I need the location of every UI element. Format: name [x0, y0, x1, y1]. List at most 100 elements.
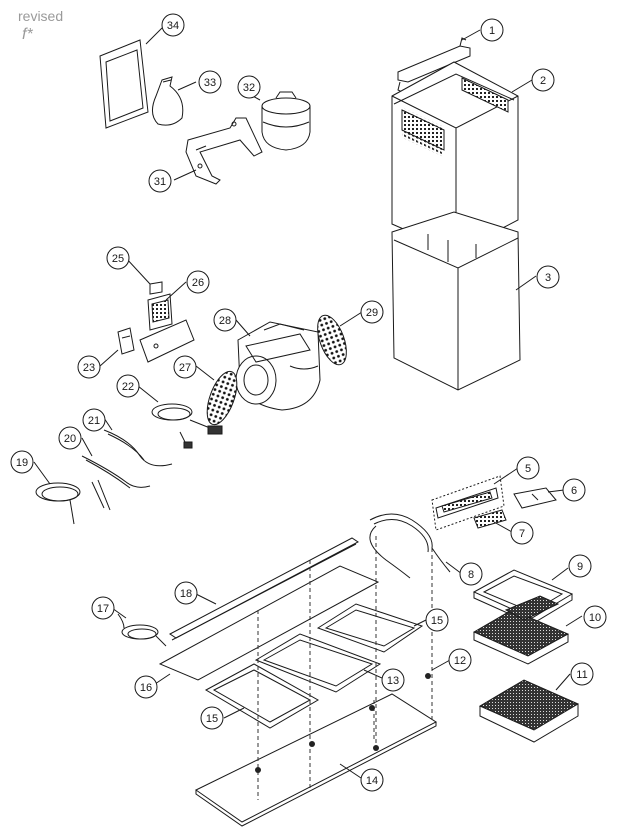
callout-number: 16 — [140, 682, 152, 694]
part-33-hardware-bag — [152, 76, 184, 126]
callout-circle — [58, 426, 82, 450]
part-26-plate — [139, 319, 195, 363]
part-31-mounting-bracket — [185, 117, 263, 185]
callout-32: 32 — [237, 75, 261, 99]
callout-number: 31 — [154, 176, 166, 188]
callout-number: 14 — [366, 775, 378, 787]
part-29-fan-guard — [317, 314, 347, 366]
part-15-upper-glass — [316, 603, 424, 653]
callout-circle — [106, 246, 130, 270]
callout-circle — [381, 668, 405, 692]
callout-23: 23 — [77, 355, 101, 379]
part-20-harness — [81, 455, 151, 489]
callout-number: 5 — [525, 463, 531, 475]
callout-15: 15 — [200, 706, 224, 730]
part-28-blower-housing — [235, 321, 321, 411]
callout-15: 15 — [425, 608, 449, 632]
callout-6: 6 — [562, 478, 586, 502]
callout-number: 12 — [454, 655, 466, 667]
callout-18: 18 — [174, 581, 198, 605]
callout-number: 10 — [589, 612, 601, 624]
part-18-rail — [169, 537, 359, 641]
callout-20: 20 — [58, 426, 82, 450]
callout-number: 27 — [179, 362, 191, 374]
callout-circle — [237, 75, 261, 99]
callout-number: 25 — [112, 253, 124, 265]
callout-31: 31 — [148, 169, 172, 193]
callout-circle — [562, 478, 586, 502]
part-11-filter — [478, 679, 580, 743]
callout-5: 5 — [516, 456, 540, 480]
callout-7: 7 — [510, 521, 534, 545]
callout-10: 10 — [583, 605, 607, 629]
callout-number: 13 — [387, 675, 399, 687]
part-8-cable — [369, 513, 451, 579]
callout-8: 8 — [459, 562, 483, 586]
callout-circle — [134, 675, 158, 699]
callout-number: 22 — [122, 381, 134, 393]
callout-circle — [516, 456, 540, 480]
callout-number: 2 — [540, 75, 546, 87]
callout-number: 34 — [167, 20, 179, 32]
part-16-glass-panel — [158, 565, 380, 681]
callout-circle — [536, 265, 560, 289]
callout-circle — [360, 300, 384, 324]
part-13-glass — [254, 633, 382, 693]
callout-number: 8 — [468, 569, 474, 581]
callout-circle — [213, 308, 237, 332]
callout-19: 19 — [10, 450, 34, 474]
screws — [255, 673, 431, 773]
callout-number: 19 — [16, 457, 28, 469]
callout-34: 34 — [161, 13, 185, 37]
callout-circle — [510, 521, 534, 545]
callout-circle — [161, 13, 185, 37]
part-17-lamp-wire — [117, 613, 167, 647]
callout-26: 26 — [186, 270, 210, 294]
callout-circle — [198, 70, 222, 94]
revision-mark: f* — [22, 26, 33, 43]
callout-number: 23 — [83, 362, 95, 374]
part-2-upper-chimney — [391, 61, 519, 253]
callout-27: 27 — [173, 355, 197, 379]
callout-29: 29 — [360, 300, 384, 324]
callout-33: 33 — [198, 70, 222, 94]
callout-number: 33 — [204, 77, 216, 89]
callout-number: 29 — [366, 307, 378, 319]
revised-note: revised — [18, 8, 64, 24]
callout-circle — [116, 374, 140, 398]
callout-layer: 1235678910111213141515161718192021222325… — [10, 13, 607, 792]
callout-21: 21 — [82, 408, 106, 432]
callout-circle — [173, 355, 197, 379]
part-7-switch-board — [473, 509, 507, 529]
callout-circle — [200, 706, 224, 730]
callout-circle — [568, 554, 592, 578]
part-5-control-panel — [431, 475, 505, 531]
callout-circle — [583, 605, 607, 629]
part-19-wiring — [35, 479, 111, 525]
callout-2: 2 — [531, 68, 555, 92]
leader-lines — [33, 27, 583, 781]
callout-circle — [425, 608, 449, 632]
part-32-duct-collar — [261, 91, 311, 151]
part-22-power-cord — [151, 403, 223, 449]
part-1-top-bracket — [397, 37, 471, 93]
callout-circle — [570, 662, 594, 686]
callout-number: 6 — [571, 485, 577, 497]
callout-circle — [459, 562, 483, 586]
callout-number: 3 — [545, 272, 551, 284]
callout-circle — [186, 270, 210, 294]
callout-circle — [82, 408, 106, 432]
callout-number: 18 — [180, 588, 192, 600]
callout-12: 12 — [448, 648, 472, 672]
callout-13: 13 — [381, 668, 405, 692]
callout-17: 17 — [91, 596, 115, 620]
callout-number: 15 — [206, 713, 218, 725]
callout-circle — [448, 648, 472, 672]
part-25-switch — [149, 281, 163, 295]
part-10-charcoal-filter — [472, 595, 570, 665]
callout-number: 20 — [64, 433, 76, 445]
callout-circle — [480, 18, 504, 42]
callout-number: 7 — [519, 528, 525, 540]
part-3-lower-chimney — [391, 211, 521, 391]
callout-circle — [77, 355, 101, 379]
